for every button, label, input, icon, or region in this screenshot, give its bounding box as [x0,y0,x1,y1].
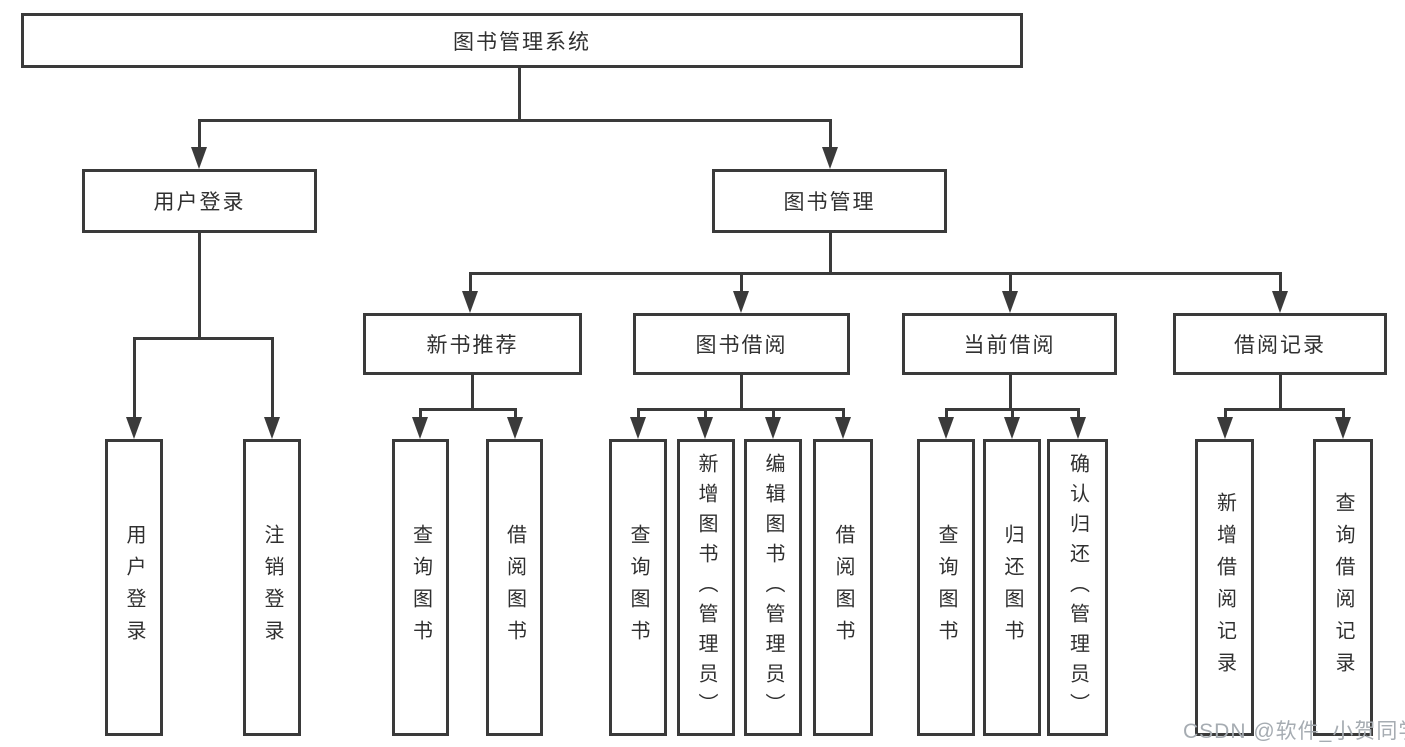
node-leaf-add-books-admin: 新增图书（管理员） [677,439,735,736]
connector-line [704,408,707,421]
node-book-management: 图书管理 [712,169,947,233]
node-leaf-add-borrow-record: 新增借阅记录 [1195,439,1254,736]
connector-line [198,119,201,152]
connector-line [637,408,845,411]
node-user-login: 用户登录 [82,169,317,233]
arrowhead-down-icon [697,417,713,439]
arrowhead-down-icon [1217,417,1233,439]
connector-line [945,408,948,421]
node-leaf-user-login: 用户登录 [105,439,163,736]
connector-line [1224,408,1227,421]
arrowhead-down-icon [733,291,749,313]
connector-line [419,408,422,421]
arrowhead-down-icon [412,417,428,439]
arrowhead-down-icon [264,417,280,439]
arrowhead-down-icon [1335,417,1351,439]
node-leaf-query-books-2: 查询图书 [609,439,667,736]
connector-line [133,337,274,340]
connector-line [471,374,474,410]
connector-line [271,337,274,420]
node-leaf-edit-books-admin: 编辑图书（管理员） [744,439,802,736]
node-leaf-confirm-return-admin: 确认归还（管理员） [1047,439,1108,736]
connector-line [198,231,201,339]
connector-line [637,408,640,421]
connector-line [1009,272,1012,294]
connector-line [1011,408,1014,421]
arrowhead-down-icon [765,417,781,439]
arrowhead-down-icon [126,417,142,439]
connector-line [829,231,832,274]
arrowhead-down-icon [938,417,954,439]
connector-line [1342,408,1345,421]
connector-line [419,408,517,411]
arrowhead-down-icon [191,147,207,169]
arrowhead-down-icon [462,291,478,313]
node-new-book-recommendation: 新书推荐 [363,313,582,375]
connector-line [740,272,743,294]
connector-line [1224,408,1345,411]
arrowhead-down-icon [1004,417,1020,439]
connector-line [469,272,1282,275]
arrowhead-down-icon [1272,291,1288,313]
node-borrowing-records: 借阅记录 [1173,313,1387,375]
node-leaf-return-books: 归还图书 [983,439,1041,736]
connector-line [133,337,136,420]
arrowhead-down-icon [1070,417,1086,439]
arrowhead-down-icon [822,147,838,169]
connector-line [1279,374,1282,410]
connector-line [1279,272,1282,294]
node-leaf-query-books-3: 查询图书 [917,439,975,736]
connector-line [518,66,521,120]
arrowhead-down-icon [835,417,851,439]
arrowhead-down-icon [507,417,523,439]
node-current-borrowing: 当前借阅 [902,313,1117,375]
node-leaf-borrow-books-2: 借阅图书 [813,439,873,736]
connector-line [842,408,845,421]
connector-line [1009,374,1012,410]
arrowhead-down-icon [1002,291,1018,313]
node-leaf-query-books-1: 查询图书 [392,439,449,736]
connector-line [740,374,743,410]
node-root: 图书管理系统 [21,13,1023,68]
arrowhead-down-icon [630,417,646,439]
connector-line [469,272,472,294]
connector-line [198,119,832,122]
node-book-borrowing: 图书借阅 [633,313,850,375]
connector-line [1077,408,1080,421]
node-leaf-query-borrow-record: 查询借阅记录 [1313,439,1373,736]
node-leaf-logout: 注销登录 [243,439,301,736]
connector-line [829,119,832,152]
connector-line [772,408,775,421]
csdn-watermark: CSDN @软件_小贺同学 [1183,720,1405,743]
node-leaf-borrow-books-1: 借阅图书 [486,439,543,736]
connector-line [514,408,517,421]
